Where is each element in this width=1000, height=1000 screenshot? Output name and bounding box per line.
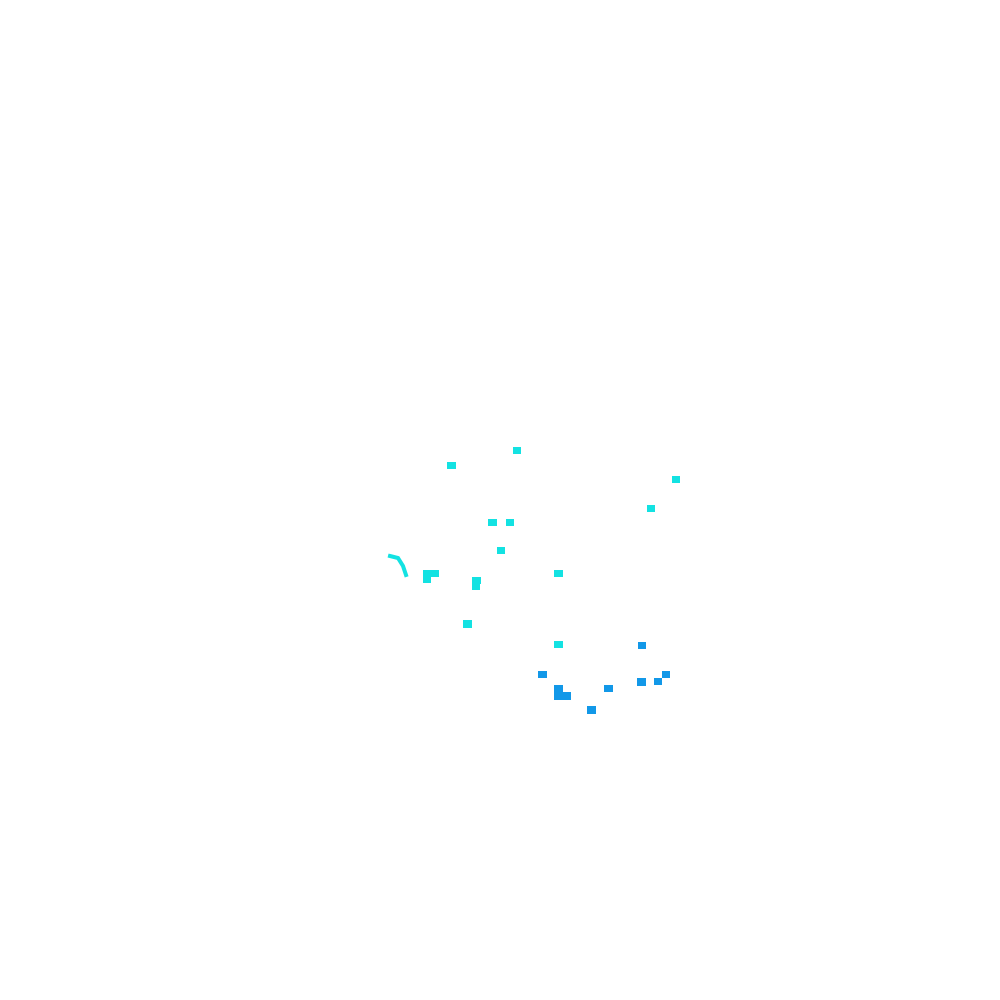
cyan-square xyxy=(463,620,472,628)
cyan-square xyxy=(647,505,655,512)
blue-square xyxy=(604,685,613,692)
cyan-curve-mark xyxy=(387,553,409,578)
cyan-square xyxy=(447,462,456,469)
blue-square xyxy=(638,642,646,649)
cyan-square xyxy=(554,641,563,648)
blue-square xyxy=(554,685,563,692)
cyan-square xyxy=(506,519,514,526)
blue-square xyxy=(654,678,662,685)
blue-square xyxy=(538,671,547,678)
blue-square xyxy=(637,678,646,686)
blue-square xyxy=(662,671,670,678)
cyan-square xyxy=(497,547,505,554)
cyan-square xyxy=(513,447,521,454)
cyan-square xyxy=(472,584,480,590)
cyan-square xyxy=(488,519,497,526)
blue-square xyxy=(554,692,571,700)
blue-square xyxy=(587,706,596,714)
cyan-square xyxy=(423,570,439,577)
cyan-square xyxy=(423,577,431,583)
cyan-square xyxy=(554,570,563,577)
cyan-square xyxy=(472,577,481,584)
cyan-square xyxy=(672,476,680,483)
